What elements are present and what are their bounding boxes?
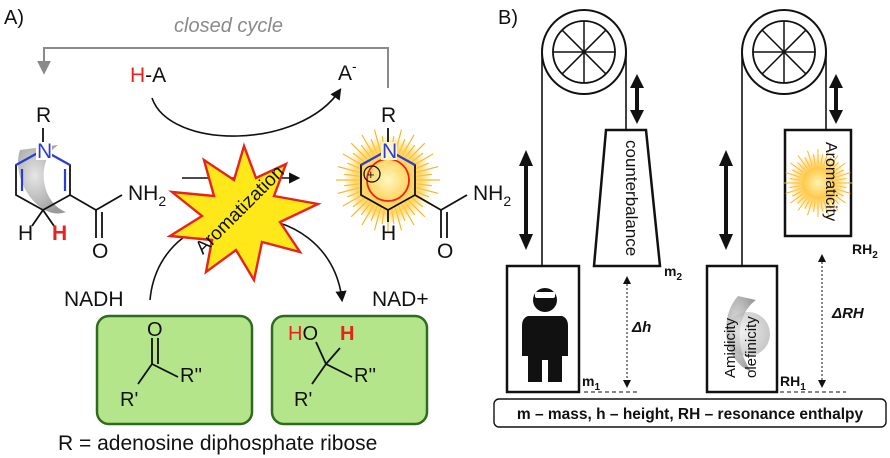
panel-b: B) counterbalance m2 m1 [493,7,887,428]
aromaticity-label: Aromaticity [822,142,839,221]
amidicity-box: Amidicity olefinicity [705,264,779,394]
nadh-h2: H [52,222,67,245]
panel-b-label: B) [498,7,518,29]
nad-name: NAD+ [372,288,429,311]
nad-o: O [437,240,453,263]
person-box [505,264,581,394]
nadh-o: O [92,240,108,263]
nadh-nh2: NH2 [128,182,166,209]
left-vertical-arrows [519,74,644,250]
nad-h: H [381,222,396,245]
pulley-spoke [561,29,607,75]
ketone-r1: R' [120,389,138,411]
nad-glow [336,128,440,232]
delta-h-label: Δh [631,319,651,336]
nadh-r: R [36,104,51,127]
alcohol-box: HO H R'' R' [270,314,429,426]
ketone-box: O R'' R' [95,314,254,426]
right-pulley [741,9,827,266]
person-icon [522,316,568,382]
counterbalance-label: counterbalance [622,140,641,256]
nadh-name: NADH [64,288,124,311]
nadh-molecule: N R NH2 O H H NADH [15,104,166,311]
delta-h-indicator: Δh [623,276,651,388]
r-definition: R = adenosine diphosphate ribose [58,432,377,455]
ketone-o: O [147,319,163,341]
delta-rh-label: ΔRH [831,305,865,322]
olefinicity-label: olefinicity [743,316,760,378]
left-pulley [541,9,627,266]
legend-text: m – mass, h – height, RH – resonance ent… [517,406,864,423]
alcohol-h: H [340,323,354,345]
closed-cycle-label: closed cycle [174,15,283,37]
delta-rh-indicator: ΔRH [818,254,865,388]
nad-nh2: NH2 [473,182,511,209]
closed-cycle-arrow [37,47,389,88]
nadh-shadow [18,145,66,214]
nad-r: R [381,104,396,127]
nad-n: N [382,140,397,163]
right-vertical-arrows [719,74,843,250]
alcohol-ho: HO [288,323,318,345]
pulley-spoke [761,29,807,75]
aromatization-burst: Aromatization [166,142,322,284]
acid-formula: H-A [130,64,166,87]
nad-molecule: N R + NH2 O H NAD+ [336,104,511,311]
panel-a-label: A) [4,7,24,29]
anion-formula: A- [338,58,357,85]
m1-label: m1 [582,373,600,393]
legend-box: m – mass, h – height, RH – resonance ent… [493,398,887,428]
panel-a: A) closed cycle H-A A- [4,7,511,455]
m2-label: m2 [664,263,682,283]
rh1-label: RH1 [780,373,806,393]
acid-arrow [151,88,342,137]
positive-charge-icon [363,165,381,183]
burst-shape [166,142,322,284]
ketone-r2: R'' [180,365,202,387]
aromaticity-box: Aromaticity [783,128,853,238]
alcohol-r1: R' [294,389,312,411]
nadh-h1: H [18,222,33,245]
nad-plus: + [367,167,375,182]
counterbalance: counterbalance [592,128,662,268]
amidicity-label: Amidicity [722,317,739,378]
alcohol-r2: R'' [354,365,376,387]
rh2-label: RH2 [852,241,878,261]
nadh-n: N [37,140,52,163]
